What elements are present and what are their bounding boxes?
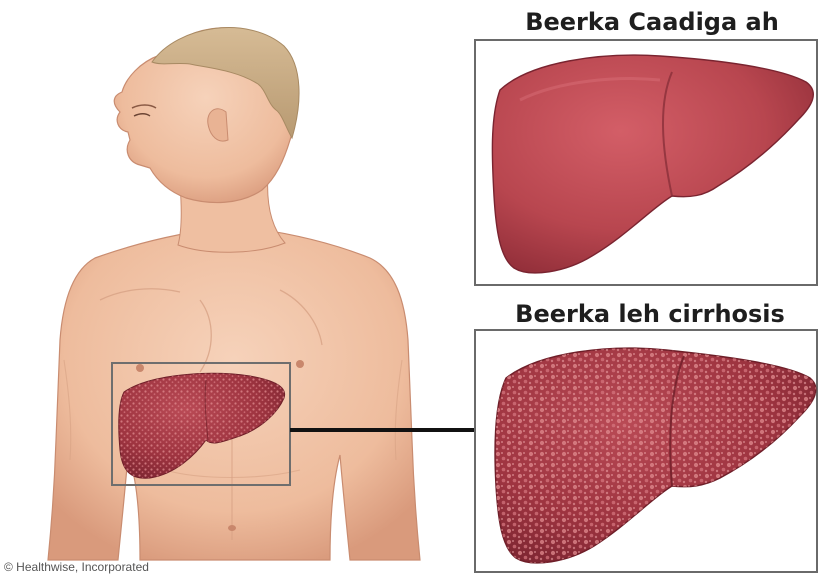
cirrhotic-liver-title: Beerka leh cirrhosis — [515, 300, 785, 328]
human-torso-figure — [48, 28, 420, 560]
healthy-liver-title: Beerka Caadiga ah — [525, 8, 779, 36]
copyright-credit: © Healthwise, Incorporated — [4, 560, 149, 574]
